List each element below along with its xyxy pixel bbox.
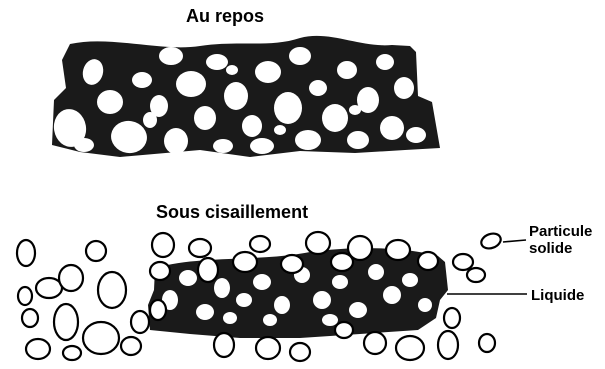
solid-particle [383, 286, 401, 304]
solid-particle [290, 343, 310, 361]
solid-particle [196, 304, 214, 320]
solid-particle [406, 127, 426, 143]
rest-state-group [51, 36, 440, 157]
solid-particle [306, 232, 330, 254]
solid-particle [26, 339, 50, 359]
solid-particle [376, 54, 394, 70]
solid-particle [444, 308, 460, 328]
solid-particle [143, 112, 157, 128]
solid-particle [349, 302, 367, 318]
solid-particle [54, 304, 78, 340]
solid-particle [418, 298, 432, 312]
title-shear: Sous cisaillement [156, 202, 308, 223]
solid-particle [98, 272, 126, 308]
solid-particle [22, 309, 38, 327]
solid-particle [164, 128, 188, 154]
solid-particle [349, 105, 361, 115]
solid-particle [438, 331, 458, 359]
solid-particle [233, 252, 257, 272]
solid-particle [132, 72, 152, 88]
label-liquid: Liquide [531, 287, 584, 304]
solid-particle [402, 273, 418, 287]
solid-particle [189, 239, 211, 257]
solid-particle [194, 106, 216, 130]
solid-particle [223, 312, 237, 324]
label-particle: Particule solide [529, 223, 592, 257]
solid-particle [97, 90, 123, 114]
solid-particle [347, 131, 369, 149]
solid-particle [226, 65, 238, 75]
solid-particle [213, 139, 233, 153]
label-particle-line2: solide [529, 240, 592, 257]
solid-particle [396, 336, 424, 360]
solid-particle [152, 233, 174, 257]
solid-particle [348, 236, 372, 260]
solid-particle [313, 291, 331, 309]
solid-particle [36, 278, 62, 298]
solid-particle [418, 252, 438, 270]
solid-particle [281, 255, 303, 273]
solid-particle [332, 275, 348, 289]
solid-particle [150, 300, 166, 320]
particle-pointer-line [503, 240, 526, 242]
solid-particle [83, 322, 119, 354]
solid-particle [250, 236, 270, 252]
solid-particle [479, 231, 503, 251]
solid-particle [121, 337, 141, 355]
solid-particle [337, 61, 357, 79]
solid-particle [322, 104, 348, 132]
solid-particle [18, 287, 32, 305]
solid-particle [255, 61, 281, 83]
label-particle-line1: Particule [529, 223, 592, 240]
solid-particle [206, 54, 228, 70]
solid-particle [59, 265, 83, 291]
solid-particle [159, 47, 183, 65]
solid-particle [86, 241, 106, 261]
solid-particle [17, 240, 35, 266]
solid-particle [479, 334, 495, 352]
solid-particle [214, 333, 234, 357]
solid-particle [198, 258, 218, 282]
solid-particle [256, 337, 280, 359]
solid-particle [131, 311, 149, 333]
solid-particle [74, 138, 94, 152]
solid-particle [150, 262, 170, 280]
solid-particle [309, 80, 327, 96]
shear-state-group [17, 231, 503, 361]
solid-particle [274, 92, 302, 124]
solid-particle [467, 268, 485, 282]
title-rest: Au repos [186, 6, 264, 27]
solid-particle [295, 130, 321, 150]
solid-particle [263, 314, 277, 326]
solid-particle [274, 125, 286, 135]
solid-particle [289, 47, 311, 65]
solid-particle [453, 254, 473, 270]
solid-particle [242, 115, 262, 137]
solid-particle [274, 296, 290, 314]
solid-particle [179, 270, 197, 286]
solid-particle [236, 293, 252, 307]
solid-particle [63, 346, 81, 360]
solid-particle [335, 322, 353, 338]
solid-particle [380, 116, 404, 140]
solid-particle [364, 332, 386, 354]
solid-particle [386, 240, 410, 260]
solid-particle [250, 138, 274, 154]
solid-particle [394, 77, 414, 99]
solid-particle [224, 82, 248, 110]
solid-particle [214, 278, 230, 298]
solid-particle [368, 264, 384, 280]
solid-particle [322, 314, 338, 326]
solid-particle [176, 71, 206, 97]
solid-particle [253, 274, 271, 290]
